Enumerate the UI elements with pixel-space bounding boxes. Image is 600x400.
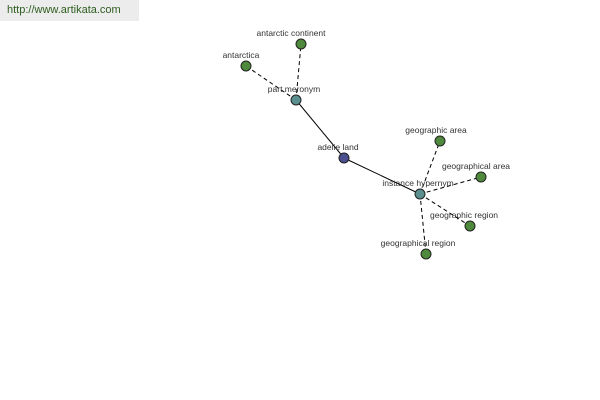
label-root[interactable]: adelie land	[317, 142, 358, 152]
edge-root-part-meronym	[295, 99, 345, 159]
node-geographical-region[interactable]	[420, 248, 432, 260]
label-antarctica[interactable]: antarctica	[223, 50, 260, 60]
node-instance-hypernym[interactable]	[414, 188, 426, 200]
label-geographic-area[interactable]: geographic area	[405, 125, 467, 135]
site-url-link[interactable]: http://www.artikata.com	[0, 0, 139, 21]
edge-root-instance-hypernym	[343, 157, 421, 195]
edge-instance-hypernym-geographic-region	[419, 193, 471, 227]
edge-instance-hypernym-geographical-area	[419, 176, 482, 195]
node-geographic-region[interactable]	[464, 220, 476, 232]
edge-instance-hypernym-geographic-area	[419, 140, 441, 195]
edge-instance-hypernym-geographical-region	[419, 193, 427, 255]
label-geographical-region[interactable]: geographical region	[381, 238, 456, 248]
node-antarctic-continent[interactable]	[295, 38, 307, 50]
node-root[interactable]	[338, 152, 350, 164]
node-geographical-area[interactable]	[475, 171, 487, 183]
label-instance-hypernym[interactable]: instance hypernym	[382, 178, 453, 188]
node-geographic-area[interactable]	[434, 135, 446, 147]
label-part-meronym[interactable]: part meronym	[268, 84, 320, 94]
label-antarctic-continent[interactable]: antarctic continent	[257, 28, 327, 38]
node-part-meronym[interactable]	[290, 94, 302, 106]
label-geographic-region[interactable]: geographic region	[430, 210, 498, 220]
label-geographical-area[interactable]: geographical area	[442, 161, 510, 171]
edge-part-meronym-antarctica	[245, 65, 297, 101]
node-antarctica[interactable]	[240, 60, 252, 72]
edge-part-meronym-antarctic-continent	[295, 43, 302, 101]
